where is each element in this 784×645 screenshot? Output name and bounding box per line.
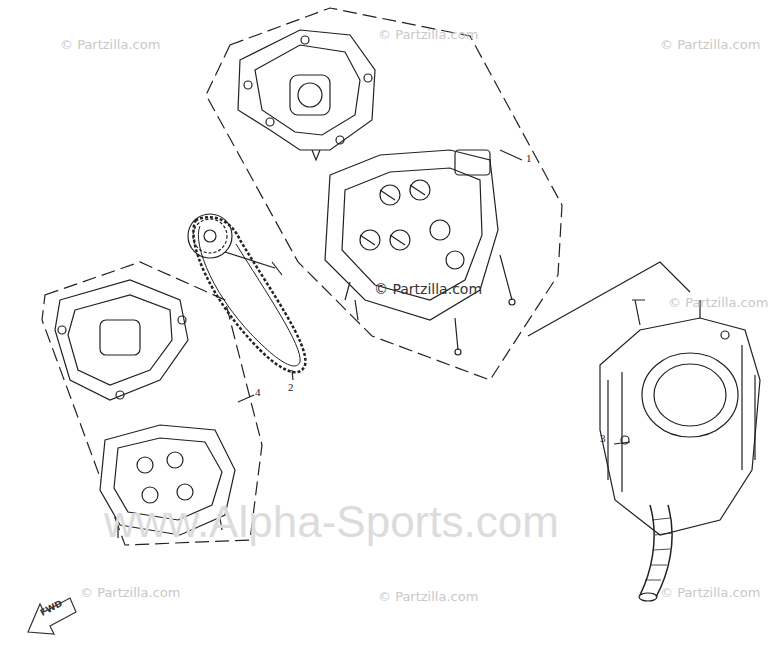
valve-cover bbox=[55, 280, 188, 400]
callout-number: 1 bbox=[526, 152, 532, 164]
callout-number: 4 bbox=[255, 386, 261, 398]
cam-chain bbox=[188, 214, 305, 372]
direction-arrow bbox=[28, 598, 76, 634]
watermark: © Partzilla.com bbox=[378, 590, 478, 604]
cylinder bbox=[600, 300, 760, 601]
cylinder-head bbox=[325, 150, 515, 355]
watermark: © Partzilla.com bbox=[378, 28, 478, 42]
watermark: © Partzilla.com bbox=[660, 586, 760, 600]
watermark: © Partzilla.com bbox=[374, 282, 482, 297]
watermark: © Partzilla.com bbox=[660, 38, 760, 52]
callout-number: 3 bbox=[600, 432, 606, 444]
group-outline bbox=[206, 8, 562, 380]
callout-number: 2 bbox=[288, 381, 294, 393]
valve-cover bbox=[238, 30, 375, 160]
watermark: www.Alpha-Sports.com bbox=[104, 498, 559, 546]
leader-line bbox=[238, 395, 254, 402]
watermark: © Partzilla.com bbox=[668, 296, 768, 310]
watermark: © Partzilla.com bbox=[60, 38, 160, 52]
leader-line bbox=[614, 442, 630, 444]
leader-line bbox=[500, 150, 522, 160]
direction-label: FWD bbox=[39, 599, 64, 619]
watermark: © Partzilla.com bbox=[80, 586, 180, 600]
leader-line bbox=[292, 370, 293, 380]
